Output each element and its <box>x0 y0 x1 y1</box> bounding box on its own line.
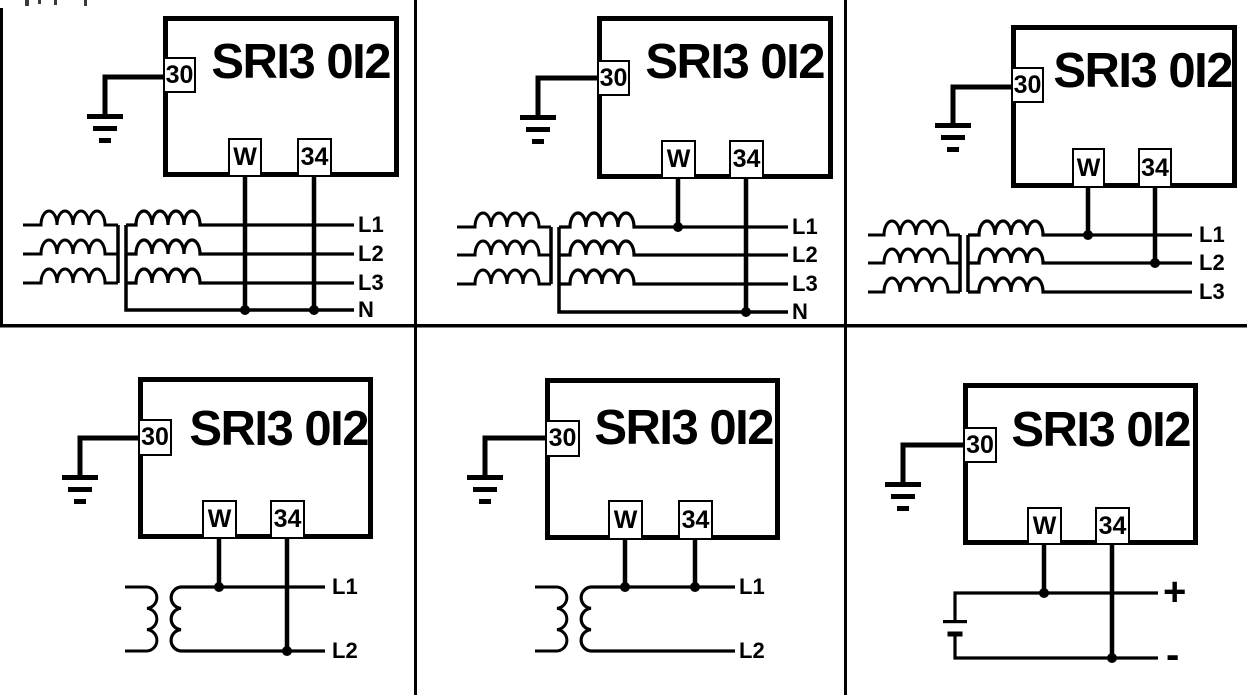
p2-terminal-w: W <box>661 140 696 179</box>
p5-ground-icon <box>467 435 547 504</box>
p4-line-label-l1: L1 <box>332 574 358 599</box>
p4-terminal-wires <box>216 539 290 651</box>
p2-line-label-l3: L3 <box>792 271 818 296</box>
p2-line-label-l2: L2 <box>792 242 818 267</box>
p2-terminal-30: 30 <box>597 60 630 96</box>
p2-three-phase-transformer-icon <box>457 211 788 314</box>
p5-device-title: SRI3 0I2 <box>594 401 774 455</box>
p5-device-box <box>545 378 780 540</box>
p3-terminal-34: 34 <box>1138 148 1172 188</box>
p5-terminal-w: W <box>608 500 643 540</box>
p1-terminal-34: 34 <box>297 138 332 177</box>
p6-line-label-plus: + <box>1163 570 1187 614</box>
p3-device-box <box>1011 25 1237 188</box>
p5-line-label-l1: L1 <box>739 574 765 599</box>
p6-terminal-wires <box>1041 545 1115 658</box>
p6-device-title: SRI3 0I2 <box>1011 403 1191 457</box>
p3-terminal-30: 30 <box>1011 67 1044 103</box>
p3-line-label-l1: L1 <box>1199 222 1225 247</box>
p5-terminal-30: 30 <box>545 420 580 457</box>
p2-terminal-34: 34 <box>729 140 764 179</box>
p1-line-label-l2: L2 <box>358 241 384 266</box>
p3-ground-icon <box>935 84 1013 152</box>
p6-junction-dots <box>1039 588 1117 663</box>
p2-line-label-l1: L1 <box>792 214 818 239</box>
p3-line-label-l2: L2 <box>1199 250 1225 275</box>
p4-ground-icon <box>62 435 140 504</box>
cropped-marks <box>25 0 87 6</box>
p4-device-box <box>138 377 373 539</box>
p6-ground-icon <box>885 442 965 511</box>
p2-device-title: SRI3 0I2 <box>645 35 825 89</box>
p2-line-label-n: N <box>792 299 808 324</box>
p6-terminal-w: W <box>1027 507 1062 545</box>
p4-single-phase-transformer-icon <box>125 585 325 653</box>
p3-three-phase-transformer-icon <box>868 219 1192 294</box>
p4-terminal-30: 30 <box>138 419 172 456</box>
p6-device-box <box>963 383 1198 545</box>
p3-line-label-l3: L3 <box>1199 279 1225 304</box>
p1-line-label-l3: L3 <box>358 270 384 295</box>
p5-junction-dots <box>620 582 700 592</box>
p4-terminal-34: 34 <box>270 500 305 539</box>
p6-line-label-minus: - <box>1166 633 1180 677</box>
p5-terminal-34: 34 <box>678 500 713 540</box>
p1-terminal-wires <box>242 177 317 310</box>
p3-device-title: SRI3 0I2 <box>1053 44 1233 98</box>
p6-battery-icon <box>943 591 1158 660</box>
p2-ground-icon <box>520 75 599 144</box>
p3-junction-dots <box>1083 230 1160 268</box>
p2-terminal-wires <box>675 179 749 312</box>
p5-single-phase-transformer-icon <box>535 585 735 653</box>
p5-terminal-wires <box>622 540 698 587</box>
p4-line-label-l2: L2 <box>332 638 358 663</box>
p2-junction-dots <box>673 222 751 317</box>
p4-terminal-w: W <box>202 500 237 539</box>
p5-line-label-l2: L2 <box>739 638 765 663</box>
p4-device-title: SRI3 0I2 <box>189 402 369 456</box>
p3-terminal-wires <box>1085 188 1158 263</box>
p1-device-title: SRI3 0I2 <box>211 35 391 89</box>
p4-junction-dots <box>214 582 292 656</box>
p1-junction-dots <box>240 305 319 315</box>
p1-line-label-n: N <box>358 297 374 322</box>
p6-terminal-34: 34 <box>1095 507 1130 545</box>
p1-line-label-l1: L1 <box>358 212 384 237</box>
p1-ground-icon <box>87 74 165 143</box>
p2-device-box <box>597 16 833 179</box>
p3-terminal-w: W <box>1072 148 1105 188</box>
p1-terminal-w: W <box>228 138 262 177</box>
p1-terminal-30: 30 <box>163 57 196 93</box>
p6-terminal-30: 30 <box>963 427 997 463</box>
p1-device-box <box>163 16 399 177</box>
p1-three-phase-transformer-icon <box>23 209 354 312</box>
